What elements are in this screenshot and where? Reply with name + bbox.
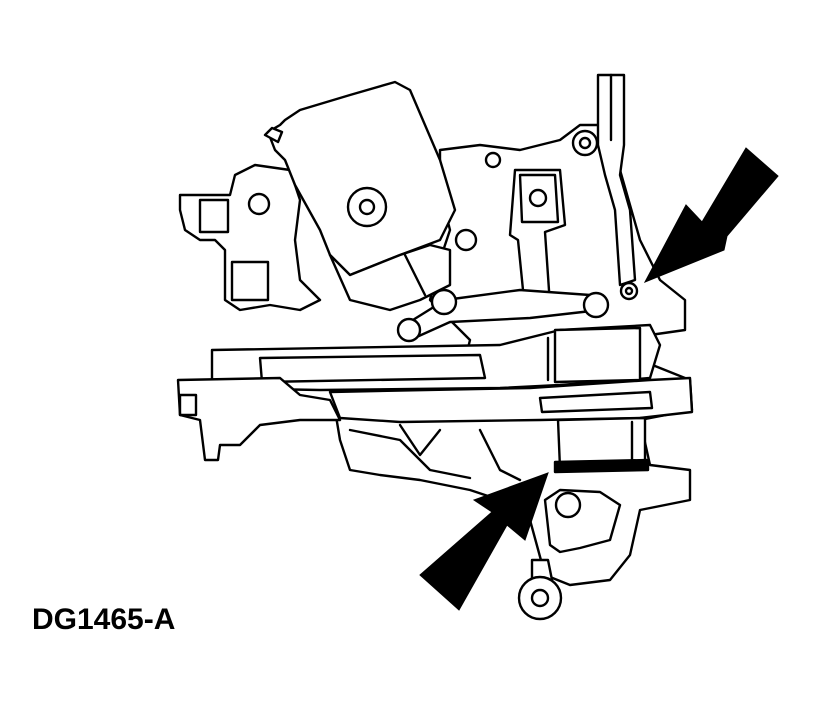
lever-eye-inner — [532, 590, 548, 606]
linkage-pivot-right — [584, 293, 608, 317]
callout-arrow-lower — [420, 473, 548, 610]
housing-small-hole — [486, 153, 500, 167]
lower-plate-slot — [540, 392, 652, 412]
housing-boss-inner — [580, 138, 590, 148]
actuator-lower-lobe — [330, 245, 450, 310]
casing-detail-2 — [400, 425, 440, 455]
actuator-bolt-inner — [360, 200, 374, 214]
actuator-housing-tab — [265, 128, 282, 142]
figure-id-label: DG1465-A — [32, 603, 176, 636]
shift-rod — [598, 75, 635, 285]
callout-arrow-upper — [645, 148, 778, 282]
bottom-bracket-pin — [556, 493, 580, 517]
fork-block-lower-base — [555, 460, 648, 472]
left-lower-arm-notch — [180, 395, 196, 415]
actuator-small-hole — [456, 230, 476, 250]
left-bracket-slot — [200, 200, 228, 232]
fork-block-upper — [555, 328, 640, 382]
left-bracket — [180, 165, 320, 310]
main-rail-step — [260, 355, 485, 382]
left-lower-arm — [178, 378, 340, 460]
fastener-upper-inner — [626, 288, 632, 294]
left-bracket-window — [232, 262, 268, 300]
left-bracket-hole — [249, 194, 269, 214]
linkage-pivot-left — [398, 319, 420, 341]
casing-detail-3 — [480, 430, 520, 480]
rod-clip-bolt — [530, 190, 546, 206]
linkage-pivot-mid — [432, 290, 456, 314]
rod-clip-inner — [520, 175, 558, 222]
actuator-seam — [405, 255, 425, 295]
casing-detail-1 — [350, 430, 470, 478]
